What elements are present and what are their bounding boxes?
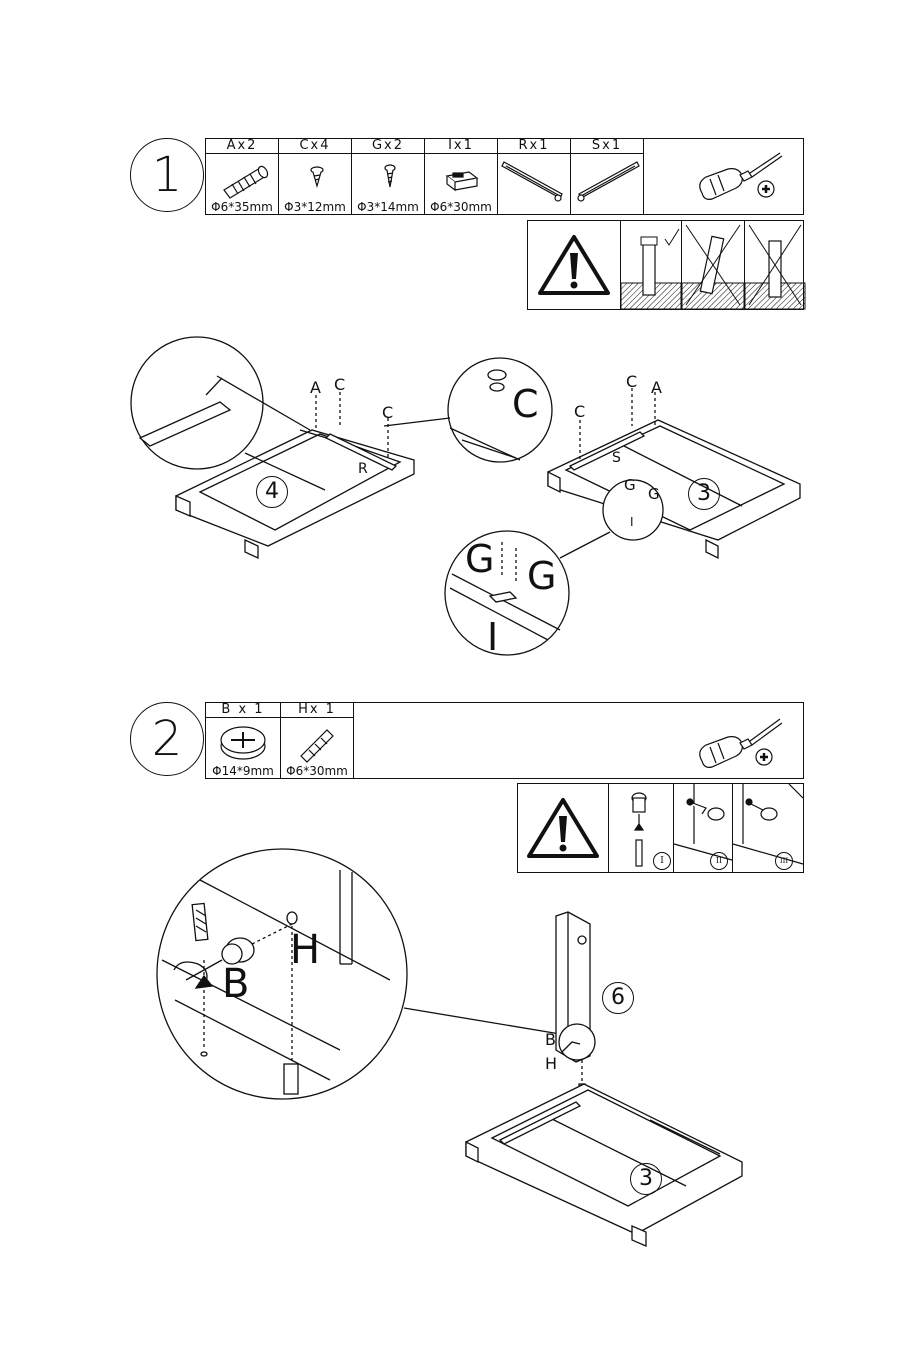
part-s-cell: Sx1 bbox=[571, 139, 644, 214]
panel-3-number: 3 bbox=[697, 481, 711, 506]
part-g-cell: Gx2 Φ3*14mm bbox=[352, 139, 425, 214]
part-h-dim: Φ6*30mm bbox=[281, 764, 353, 778]
block-icon bbox=[425, 154, 497, 199]
panel-3b-number: 3 bbox=[639, 1166, 653, 1191]
part-r-label: Rx1 bbox=[498, 139, 570, 154]
rail-icon bbox=[571, 154, 643, 214]
label-panel-4: 4 bbox=[256, 476, 288, 508]
label-i1: I bbox=[630, 516, 634, 528]
label-c4: C bbox=[574, 404, 585, 420]
label-c1: C bbox=[334, 377, 345, 393]
part-h-label: Hx 1 bbox=[281, 703, 353, 718]
rail-icon bbox=[498, 154, 570, 214]
correct-dowel-panel bbox=[621, 221, 682, 309]
part-i-dim: Φ6*30mm bbox=[425, 200, 497, 214]
part-b-dim: Φ14*9mm bbox=[206, 764, 280, 778]
part-r-cell: Rx1 bbox=[498, 139, 571, 214]
label-zoom-c: C bbox=[512, 385, 539, 423]
label-s: S bbox=[612, 451, 621, 465]
part-c-dim: Φ3*12mm bbox=[279, 200, 351, 214]
cam-lock-icon bbox=[206, 718, 280, 763]
part-g-dim: Φ3*14mm bbox=[352, 200, 424, 214]
step-1-number-text: 1 bbox=[152, 147, 183, 203]
part-c-cell: Cx4 Φ3*12mm bbox=[279, 139, 352, 214]
part-c-label: Cx4 bbox=[279, 139, 351, 154]
label-a1: A bbox=[310, 380, 321, 396]
screwdriver-icon bbox=[354, 703, 804, 778]
label-g1: G bbox=[624, 478, 636, 493]
step-2-number-text: 2 bbox=[152, 711, 183, 767]
label-panel-6: 6 bbox=[602, 982, 634, 1014]
label-panel-3: 3 bbox=[688, 478, 720, 510]
part-b-cell: B x 1 Φ14*9mm bbox=[206, 703, 281, 778]
step-2-number: 2 bbox=[130, 702, 204, 776]
screw-icon bbox=[352, 154, 424, 199]
step-1-assembly-drawing bbox=[0, 330, 914, 670]
label-zoom-g1: G bbox=[465, 540, 494, 578]
dowel-correct-icon bbox=[621, 221, 681, 309]
tool-cell bbox=[644, 139, 803, 214]
part-i-cell: Ix1 Φ6*30mm bbox=[425, 139, 498, 214]
tool-cell-2 bbox=[354, 703, 803, 778]
part-b-label: B x 1 bbox=[206, 703, 280, 718]
dowel-wrong-icon bbox=[682, 221, 744, 309]
dowel-icon bbox=[206, 154, 278, 199]
cam-bolt-icon bbox=[281, 718, 353, 763]
part-a-label: Ax2 bbox=[206, 139, 278, 154]
label-r: R bbox=[358, 462, 368, 476]
label-g2: G bbox=[648, 487, 660, 502]
part-a-cell: Ax2 Φ6*35mm bbox=[206, 139, 279, 214]
label-c2: C bbox=[382, 405, 393, 421]
panel-4-number: 4 bbox=[265, 479, 279, 504]
part-i-label: Ix1 bbox=[425, 139, 497, 154]
label-b: B bbox=[545, 1032, 556, 1048]
wrong-dowel-panel-2 bbox=[745, 221, 803, 309]
label-c3: C bbox=[626, 374, 637, 390]
label-zoom-h: H bbox=[290, 930, 320, 970]
step-2-parts-table: B x 1 Φ14*9mm Hx 1 Φ6*30mm bbox=[205, 702, 804, 779]
label-panel-3b: 3 bbox=[630, 1163, 662, 1195]
label-h: H bbox=[545, 1056, 557, 1072]
label-zoom-b: B bbox=[222, 964, 249, 1004]
label-zoom-i: I bbox=[487, 618, 498, 656]
screw-icon bbox=[279, 154, 351, 199]
part-g-label: Gx2 bbox=[352, 139, 424, 154]
step-2-assembly-drawing bbox=[0, 840, 914, 1240]
dowel-wrong-icon bbox=[745, 221, 805, 309]
step-1-number: 1 bbox=[130, 138, 204, 212]
label-zoom-g2: G bbox=[527, 557, 556, 595]
part-a-dim: Φ6*35mm bbox=[206, 200, 278, 214]
step-1-warning-box bbox=[527, 220, 804, 310]
wrong-dowel-panel-1 bbox=[682, 221, 745, 309]
part-s-label: Sx1 bbox=[571, 139, 643, 154]
warning-triangle-icon bbox=[528, 221, 620, 309]
screwdriver-icon bbox=[644, 139, 804, 214]
label-a2: A bbox=[651, 380, 662, 396]
warning-sign bbox=[528, 221, 621, 309]
part-h-cell: Hx 1 Φ6*30mm bbox=[281, 703, 354, 778]
step-1-parts-table: Ax2 Φ6*35mm Cx4 Φ3*12m bbox=[205, 138, 804, 215]
panel-6-number: 6 bbox=[611, 985, 625, 1010]
